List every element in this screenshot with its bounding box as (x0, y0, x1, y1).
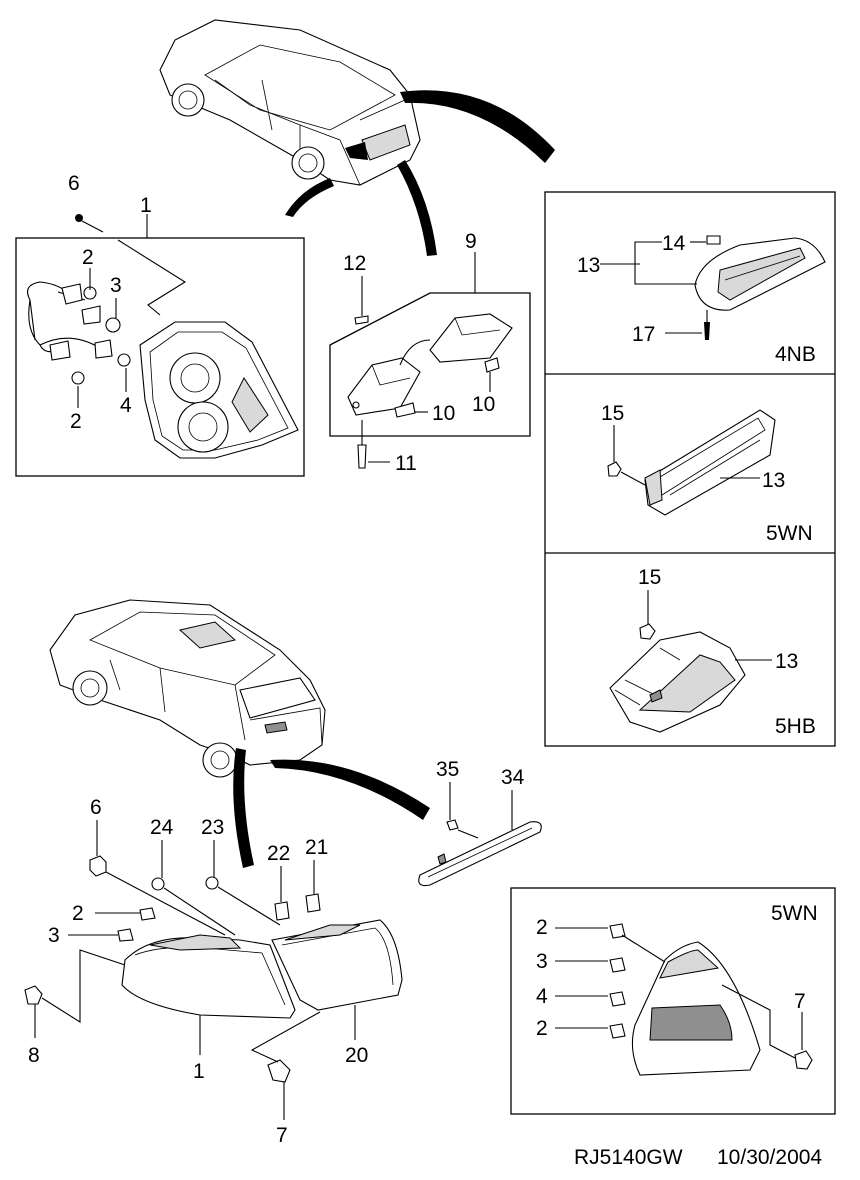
callout-3-wagon: 3 (536, 950, 548, 973)
callout-6-bottom: 6 (90, 796, 102, 819)
hatchback-illustration (49, 599, 430, 868)
callout-12: 12 (343, 252, 366, 275)
callout-4: 4 (120, 394, 132, 417)
tail-lamp-outer (271, 919, 403, 1011)
tail-lamp-hatchback-group: 6 24 23 22 21 2 3 8 1 20 7 (24, 796, 403, 1147)
callout-2: 2 (82, 246, 94, 269)
sedan-illustration (159, 19, 555, 256)
callout-2-wagon-lower: 2 (536, 1017, 548, 1040)
callout-21: 21 (305, 836, 328, 859)
screw-icon (794, 1050, 813, 1070)
panel-5wn: 15 13 5WN (601, 402, 813, 545)
callout-7-wagon: 7 (794, 990, 806, 1013)
high-mount-lamp-panels: 14 13 17 4NB 15 13 5WN (544, 191, 836, 747)
screw-icon (357, 444, 367, 469)
callout-17: 17 (632, 323, 655, 346)
callout-20: 20 (345, 1044, 368, 1067)
callout-34: 34 (501, 766, 525, 789)
callout-6: 6 (68, 172, 80, 195)
wagon-tail-lamp-inset: 5WN 2 3 4 2 7 (510, 887, 836, 1115)
callout-2-bottom: 2 (72, 902, 84, 925)
callout-2-wagon: 2 (536, 916, 548, 939)
callout-15-5hb: 15 (638, 566, 661, 589)
tail-lamp-sedan-group: 6 1 2 3 4 2 (15, 172, 305, 477)
callout-1-bottom: 1 (193, 1060, 205, 1083)
tail-lamp-body (121, 937, 296, 1019)
variant-label-4nb: 4NB (775, 343, 816, 366)
nut-icon (89, 855, 107, 877)
callout-24: 24 (150, 816, 174, 839)
callout-3-bottom: 3 (48, 924, 60, 947)
callout-9: 9 (465, 230, 477, 253)
callout-11: 11 (395, 452, 417, 475)
callout-2-lower: 2 (70, 410, 82, 433)
callout-13-5wn: 13 (762, 469, 785, 492)
callout-13-5hb: 13 (775, 650, 798, 673)
license-plate-lamp-group: 12 9 10 10 11 (329, 230, 531, 475)
callout-10-right: 10 (472, 393, 495, 416)
callout-35: 35 (436, 758, 459, 781)
rear-reflector-group: 35 34 (418, 758, 542, 887)
nut-icon (75, 214, 83, 222)
callout-13-4nb: 13 (577, 254, 600, 277)
callout-7: 7 (276, 1124, 288, 1147)
callout-4-wagon: 4 (536, 985, 548, 1008)
callout-22: 22 (267, 842, 290, 865)
callout-8: 8 (28, 1044, 40, 1067)
callout-15-5wn: 15 (601, 402, 624, 425)
callout-14: 14 (662, 232, 686, 255)
drawing-code: RJ5140GW (574, 1146, 683, 1169)
variant-label-5wn: 5WN (766, 522, 813, 545)
panel-4nb: 14 13 17 4NB (577, 232, 826, 366)
callout-10: 10 (432, 402, 455, 425)
callout-23: 23 (201, 816, 224, 839)
wiring-harness (27, 281, 101, 353)
callout-3: 3 (110, 274, 122, 297)
footer: RJ5140GW 10/30/2004 (574, 1146, 822, 1169)
panel-5hb: 15 13 5HB (609, 566, 816, 738)
callout-1: 1 (140, 194, 152, 217)
drawing-date: 10/30/2004 (717, 1146, 822, 1169)
variant-label-5hb: 5HB (775, 715, 816, 738)
variant-label-wagon: 5WN (771, 902, 818, 925)
